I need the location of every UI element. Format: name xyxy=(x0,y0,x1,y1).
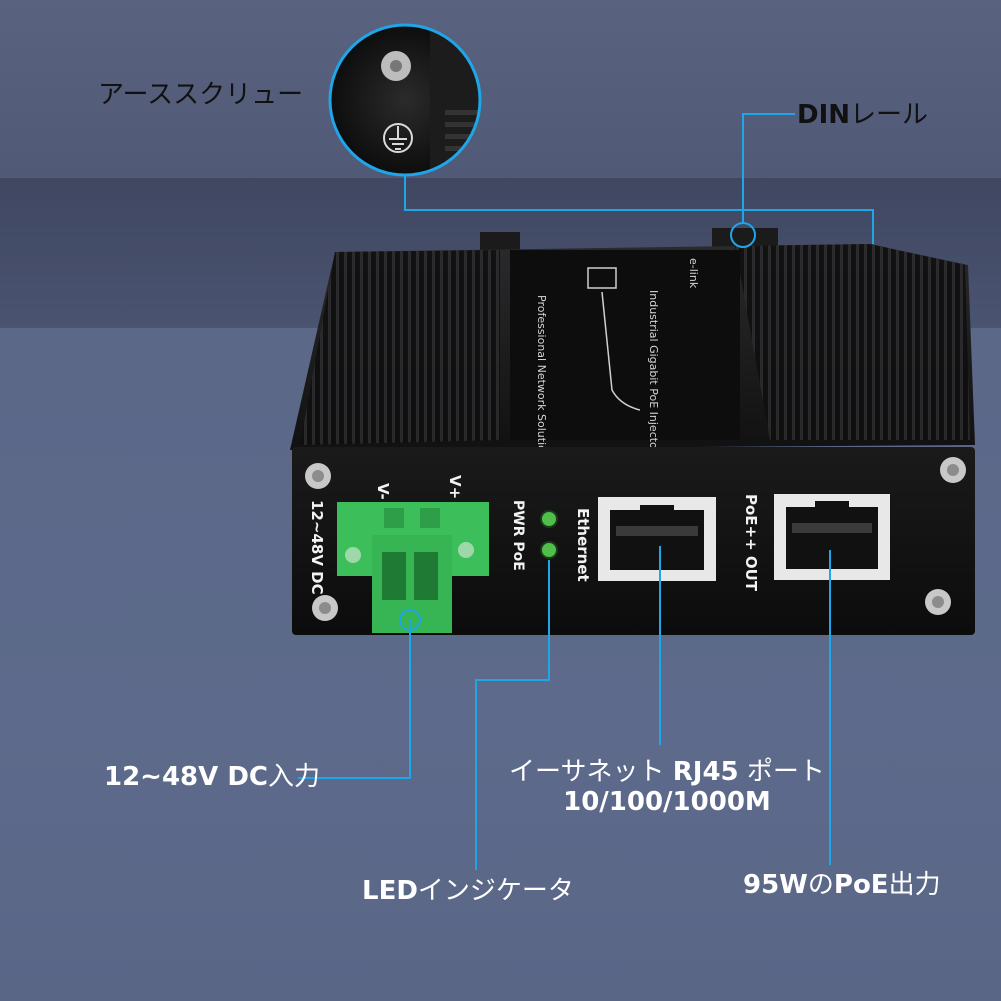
ethernet-port-label: イーサネット RJ45 ポート 10/100/1000M xyxy=(509,757,825,817)
screw-icon xyxy=(940,457,966,483)
callout-lines xyxy=(298,113,874,870)
ethernet-port xyxy=(598,497,716,581)
background-wall xyxy=(0,0,1001,178)
earth-screw-zoom xyxy=(328,23,482,177)
heatsink-fins-right xyxy=(735,244,970,440)
port2-label: PoE++ OUT xyxy=(742,494,760,592)
ground-icon xyxy=(389,126,407,150)
poe-out-port xyxy=(774,494,890,580)
din-rail-label: DINレール xyxy=(797,100,929,130)
rj45-icon xyxy=(587,267,617,289)
led-indicator-label: LEDインジケータ xyxy=(362,876,574,906)
poe-output-label: 95WのPoE出力 xyxy=(743,870,941,900)
screw-icon xyxy=(925,589,951,615)
port1-label: Ethernet xyxy=(574,508,592,582)
screw-icon xyxy=(312,595,338,621)
label-plate xyxy=(510,250,740,440)
dc-terminal-block xyxy=(337,502,489,633)
pwr-led xyxy=(540,510,558,528)
brand-logo: e-link xyxy=(687,258,700,289)
din-clip-left xyxy=(480,232,520,252)
earth-screw-label: アーススクリュー xyxy=(98,80,304,110)
terminal-minus-label: V- xyxy=(374,483,392,500)
top-text-line1: Industrial Gigabit PoE Injector xyxy=(647,290,660,454)
cable-graphic xyxy=(601,291,641,411)
din-clip-right xyxy=(712,228,778,250)
led-labels: PWR PoE xyxy=(510,500,526,571)
dc-input-label: 12~48V DC入力 xyxy=(104,762,321,792)
top-text-line2: Professional Network Solution xyxy=(535,295,548,459)
screw-icon xyxy=(305,463,331,489)
front-voltage-text: 12~48V DC xyxy=(308,500,326,595)
terminal-plus-label: V+ xyxy=(446,475,464,499)
poe-led xyxy=(540,541,558,559)
heatsink-fins-left xyxy=(300,250,500,445)
